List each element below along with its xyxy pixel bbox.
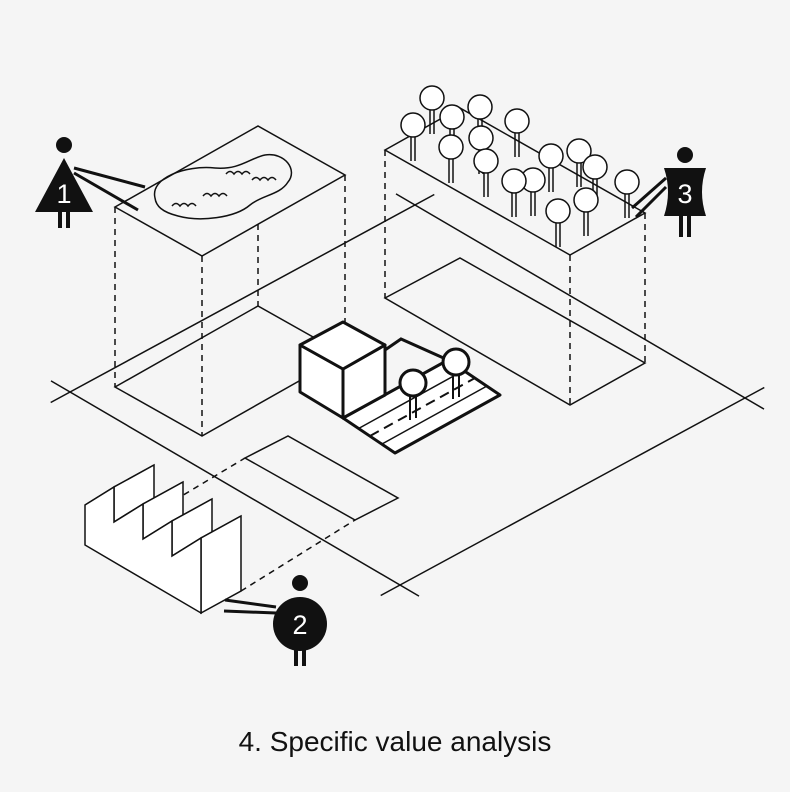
person-3-body [664, 168, 706, 216]
person-2: 2 [223, 575, 327, 666]
trees-top-face [383, 107, 647, 256]
tree [545, 198, 571, 247]
factory-plot [243, 435, 400, 521]
person-3-label: 3 [677, 179, 692, 209]
central-building-cluster [298, 320, 502, 455]
factory-projection-line [240, 519, 356, 592]
tree [441, 347, 471, 399]
person-3-head [677, 147, 693, 163]
ground-plane [50, 193, 765, 597]
water-waves [171, 170, 277, 208]
pool-shape [153, 154, 293, 220]
figure-caption: 4. Specific value analysis [238, 726, 552, 757]
person-1: 1 [35, 137, 146, 228]
person-1-body [35, 158, 93, 212]
road-edge [358, 369, 464, 430]
cube-top-face [298, 320, 387, 371]
tree [473, 148, 499, 197]
tree-cluster [400, 85, 640, 247]
person-1-head [56, 137, 72, 153]
tree [504, 108, 530, 157]
tree [419, 85, 445, 134]
person-2-head [292, 575, 308, 591]
trees-footprint [383, 257, 647, 406]
person-2-label: 2 [292, 610, 307, 640]
tree [438, 134, 464, 183]
tree [614, 169, 640, 218]
road-edge [381, 385, 488, 445]
tree [467, 94, 493, 143]
tree [566, 138, 592, 187]
tree [573, 187, 599, 236]
trees-volume [383, 85, 647, 406]
factory-front-wall [84, 485, 202, 615]
gable-building [384, 337, 449, 362]
tree [501, 168, 527, 217]
person-1-label: 1 [56, 179, 71, 209]
tree [538, 143, 564, 192]
factory-building [84, 463, 242, 615]
tree [398, 368, 428, 420]
person-3: 3 [631, 147, 706, 237]
road-centerline [369, 377, 476, 437]
pool-top-face [113, 125, 347, 257]
person-2-body [273, 597, 327, 651]
tree [400, 112, 426, 161]
tree [520, 167, 546, 216]
